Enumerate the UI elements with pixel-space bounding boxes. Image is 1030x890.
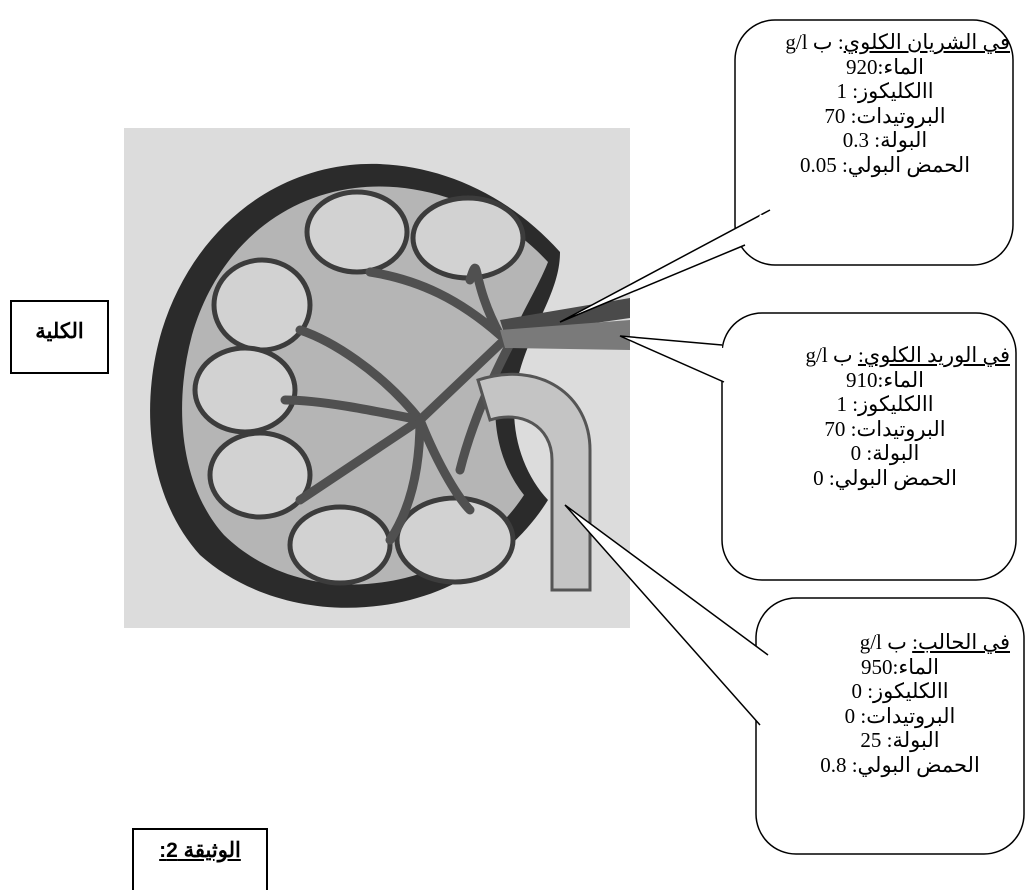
artery-callout: في الشريان الكلوي: ب g/l الماء:920 االكل… <box>760 30 1010 177</box>
vein-callout-header: في الوريد الكلوي: ب g/l <box>760 343 1010 368</box>
vein-value-urea: البولة: 0 <box>760 441 1010 466</box>
lobe <box>195 348 295 432</box>
kidney-label-box: الكلية <box>10 300 109 374</box>
ureter-callout: في الحالب: ب g/l الماء:950 االكليكوز: 0 … <box>790 630 1010 777</box>
artery-value-glucose: االكليكوز: 1 <box>760 79 1010 104</box>
vein-value-uric-acid: الحمض البولي: 0 <box>760 466 1010 491</box>
lobe <box>413 198 523 278</box>
artery-value-urea: البولة: 0.3 <box>760 128 1010 153</box>
artery-value-water: الماء:920 <box>760 55 1010 80</box>
vein-callout: في الوريد الكلوي: ب g/l الماء:910 االكلي… <box>760 343 1010 490</box>
artery-value-proteins: البروتيدات: 70 <box>760 104 1010 129</box>
artery-callout-header: في الشريان الكلوي: ب g/l <box>760 30 1010 55</box>
lobe <box>214 260 310 350</box>
lobe <box>307 192 407 272</box>
ureter-callout-header: في الحالب: ب g/l <box>790 630 1010 655</box>
ureter-value-glucose: االكليكوز: 0 <box>790 679 1010 704</box>
vein-callout-pointer <box>620 336 724 382</box>
kidney-label: الكلية <box>35 320 83 343</box>
vein-value-water: الماء:910 <box>760 368 1010 393</box>
lobe <box>397 498 513 582</box>
lobe <box>210 433 310 517</box>
document-label-box: الوثيقة 2: <box>132 828 268 890</box>
vein-value-glucose: االكليكوز: 1 <box>760 392 1010 417</box>
ureter-value-uric-acid: الحمض البولي: 0.8 <box>790 753 1010 778</box>
vein-value-proteins: البروتيدات: 70 <box>760 417 1010 442</box>
ureter-value-proteins: البروتيدات: 0 <box>790 704 1010 729</box>
artery-value-uric-acid: الحمض البولي: 0.05 <box>760 153 1010 178</box>
lobe <box>290 507 390 583</box>
ureter-value-water: الماء:950 <box>790 655 1010 680</box>
ureter-value-urea: البولة: 25 <box>790 728 1010 753</box>
document-label: الوثيقة 2: <box>159 839 241 862</box>
